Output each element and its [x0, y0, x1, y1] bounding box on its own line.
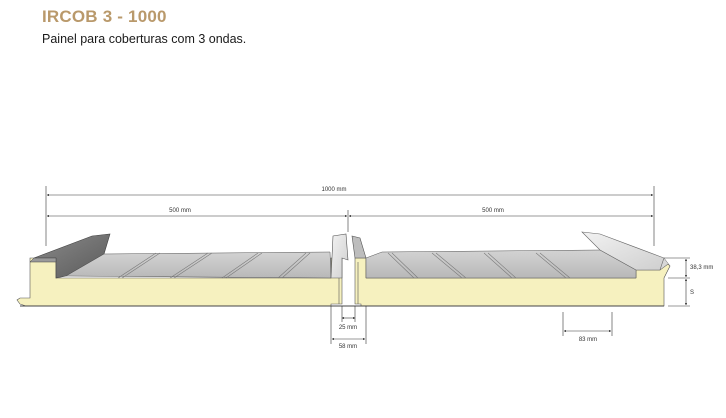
top-sheet-right: [365, 249, 637, 279]
page-subtitle: Painel para coberturas com 3 ondas.: [42, 32, 247, 46]
dim-right-half: 500 mm: [482, 208, 504, 214]
dim-joint-outer: 58 mm: [339, 344, 357, 350]
top-sheet-left: [65, 251, 332, 279]
dimension-lines-right: [664, 257, 690, 307]
dimension-lines-bottom: [330, 306, 613, 344]
dim-total-width: 1000 mm: [321, 187, 346, 193]
dim-rib-height: 38,3 mm: [690, 265, 713, 271]
dim-joint-inner: 25 mm: [339, 325, 357, 331]
foam-core: [16, 257, 343, 307]
joint-rib-right: [351, 235, 367, 259]
dimension-lines-top: [45, 186, 655, 246]
dim-left-half: 500 mm: [169, 208, 191, 214]
dim-thickness: S: [690, 290, 694, 296]
page-title: IRCOB 3 - 1000: [42, 7, 167, 26]
dim-rib-spacing: 83 mm: [579, 337, 597, 343]
sandwich-panel: [16, 231, 671, 307]
joint-rib-left: [330, 233, 349, 279]
